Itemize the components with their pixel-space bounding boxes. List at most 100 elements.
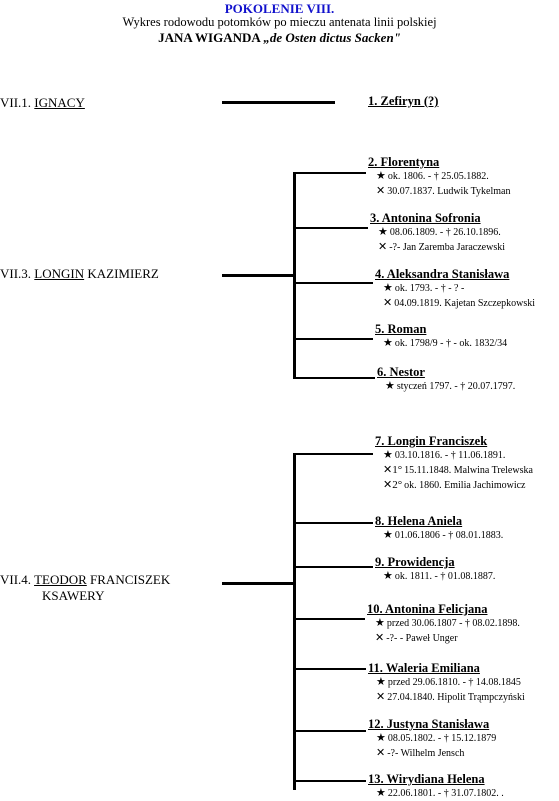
marriage-cross-icon: ✕ (378, 241, 388, 253)
child-detail-text: styczeń 1797. - † 20.07.1797. (396, 381, 516, 392)
child-detail: ★ok. 1793. - † - ? - (375, 281, 535, 296)
child-detail: ★03.10.1816. - † 11.06.1891. (375, 448, 533, 463)
parent-connector (222, 101, 335, 104)
parent-first-name: TEODOR (34, 572, 87, 587)
child-detail: ✕27.04.1840. Hipolit Trąmpczyński (368, 690, 525, 705)
child-connector (293, 172, 366, 174)
child-detail-text: 08.05.1802. - † 15.12.1879 (387, 733, 497, 744)
marriage-cross-icon: ✕ (383, 297, 393, 309)
child-detail: ✕-?- Jan Zaremba Jaraczewski (370, 240, 505, 255)
child-name: 9. Prowidencja (375, 555, 455, 569)
child-name: 6. Nestor (377, 365, 425, 379)
child-name: 12. Justyna Stanisława (368, 717, 490, 731)
child-detail-text: ok. 1860. Emilia Jachimowicz (404, 480, 526, 491)
child-name: 8. Helena Aniela (375, 514, 463, 528)
child-entry: 1. Zefiryn (?) (368, 94, 438, 108)
child-detail-text: 22.06.1801. - † 31.07.1802. . (387, 788, 504, 799)
marriage-cross-icon: ✕1° (383, 464, 403, 476)
child-connector (293, 566, 373, 568)
child-detail-text: przed 30.06.1807 - † 08.02.1898. (386, 618, 520, 629)
birth-star-icon: ★ (376, 170, 386, 182)
parent-label: VII.1. IGNACY (0, 95, 85, 111)
child-entry: 11. Waleria Emiliana★przed 29.06.1810. -… (368, 661, 525, 705)
child-detail-text: 08.06.1809. - † 26.10.1896. (389, 227, 501, 238)
child-connector (293, 338, 373, 340)
parent-connector (222, 274, 293, 277)
page-subtitle: Wykres rodowodu potomków po mieczu anten… (122, 15, 437, 29)
child-detail-text: 15.11.1848. Malwina Trelewska (404, 465, 533, 476)
child-detail-text: -?- Wilhelm Jensch (387, 748, 465, 759)
child-detail-text: ok. 1806. - † 25.05.1882. (387, 171, 489, 182)
child-detail: ★ok. 1811. - † 01.08.1887. (375, 569, 495, 584)
parent-connector (222, 582, 293, 585)
parent-id: VII.4. (0, 572, 35, 587)
birth-star-icon: ★ (383, 529, 393, 541)
child-detail: ★ok. 1798/9 - † - ok. 1832/34 (375, 336, 507, 351)
parent-label: VII.3. LONGIN KAZIMIERZ (0, 266, 159, 282)
child-entry: 3. Antonina Sofronia★08.06.1809. - † 26.… (370, 211, 505, 255)
child-detail: ★08.06.1809. - † 26.10.1896. (370, 225, 505, 240)
child-detail-text: 27.04.1840. Hipolit Trąmpczyński (387, 692, 525, 703)
child-detail-text: ok. 1798/9 - † - ok. 1832/34 (394, 338, 508, 349)
child-detail-text: 30.07.1837. Ludwik Tykelman (387, 186, 511, 197)
child-name: 7. Longin Franciszek (375, 434, 488, 448)
child-name: 1. Zefiryn (?) (368, 94, 439, 108)
child-name: 3. Antonina Sofronia (370, 211, 481, 225)
child-detail: ★przed 30.06.1807 - † 08.02.1898. (367, 616, 520, 631)
birth-star-icon: ★ (376, 787, 386, 799)
sibling-bracket (293, 453, 296, 790)
child-connector (293, 522, 373, 524)
child-detail: ★ok. 1806. - † 25.05.1882. (368, 169, 511, 184)
child-detail-text: -?- Jan Zaremba Jaraczewski (389, 242, 505, 253)
parent-other-names: FRANCISZEK (86, 572, 171, 587)
child-connector (293, 668, 366, 670)
birth-star-icon: ★ (383, 570, 393, 582)
child-detail: ✕2°ok. 1860. Emilia Jachimowicz (375, 478, 533, 493)
marriage-cross-icon: ✕ (376, 747, 386, 759)
child-name: 5. Roman (375, 322, 427, 336)
child-entry: 12. Justyna Stanisława★08.05.1802. - † 1… (368, 717, 496, 761)
child-entry: 2. Florentyna★ok. 1806. - † 25.05.1882.✕… (368, 155, 511, 199)
child-name: 13. Wirydiana Helena (368, 772, 485, 786)
child-entry: 8. Helena Aniela★01.06.1806 - † 08.01.18… (375, 514, 503, 543)
child-detail: ★styczeń 1797. - † 20.07.1797. (377, 379, 515, 394)
marriage-cross-icon: ✕ (375, 632, 385, 644)
child-entry: 9. Prowidencja★ok. 1811. - † 01.08.1887. (375, 555, 495, 584)
marriage-cross-icon: ✕ (376, 185, 386, 197)
birth-star-icon: ★ (378, 226, 388, 238)
child-entry: 4. Aleksandra Stanisława★ok. 1793. - † -… (375, 267, 535, 311)
parent-id: VII.1. (0, 95, 35, 110)
child-entry: 10. Antonina Felicjana★przed 30.06.1807 … (367, 602, 520, 646)
parent-first-name: IGNACY (34, 95, 85, 110)
child-detail: ✕-?- Wilhelm Jensch (368, 746, 496, 761)
parent-id: VII.3. (0, 266, 35, 281)
child-detail: ★22.06.1801. - † 31.07.1802. . (368, 786, 504, 801)
child-detail: ★01.06.1806 - † 08.01.1883. (375, 528, 503, 543)
child-detail-text: ok. 1811. - † 01.08.1887. (394, 571, 496, 582)
birth-star-icon: ★ (375, 617, 385, 629)
ancestor-name: JANA WIGANDA „de Osten dictus Sacken" (0, 30, 559, 46)
page-title: POKOLENIE VIII. (224, 1, 335, 16)
marriage-cross-icon: ✕2° (383, 479, 403, 491)
child-detail: ✕-?- - Paweł Unger (367, 631, 520, 646)
child-detail-text: ok. 1793. - † - ? - (394, 283, 465, 294)
parent-first-name: LONGIN (34, 266, 85, 281)
child-detail-text: 04.09.1819. Kajetan Szczepkowski (394, 298, 536, 309)
child-name: 2. Florentyna (368, 155, 440, 169)
child-detail-text: -?- - Paweł Unger (386, 633, 458, 644)
child-detail-text: 03.10.1816. - † 11.06.1891. (394, 450, 506, 461)
birth-star-icon: ★ (383, 449, 393, 461)
child-detail: ✕30.07.1837. Ludwik Tykelman (368, 184, 511, 199)
parent-other-names: KAZIMIERZ (84, 266, 159, 281)
child-detail-text: przed 29.06.1810. - † 14.08.1845 (387, 677, 521, 688)
marriage-cross-icon: ✕ (376, 691, 386, 703)
ancestor-name-main: JANA WIGANDA (158, 30, 261, 45)
child-name: 10. Antonina Felicjana (367, 602, 488, 616)
child-connector (293, 282, 373, 284)
child-detail: ★08.05.1802. - † 15.12.1879 (368, 731, 496, 746)
ancestor-name-suffix: „de Osten dictus Sacken" (263, 30, 401, 45)
child-connector (293, 730, 366, 732)
parent-other-names-2: KSAWERY (42, 588, 105, 603)
child-name: 4. Aleksandra Stanisława (375, 267, 510, 281)
